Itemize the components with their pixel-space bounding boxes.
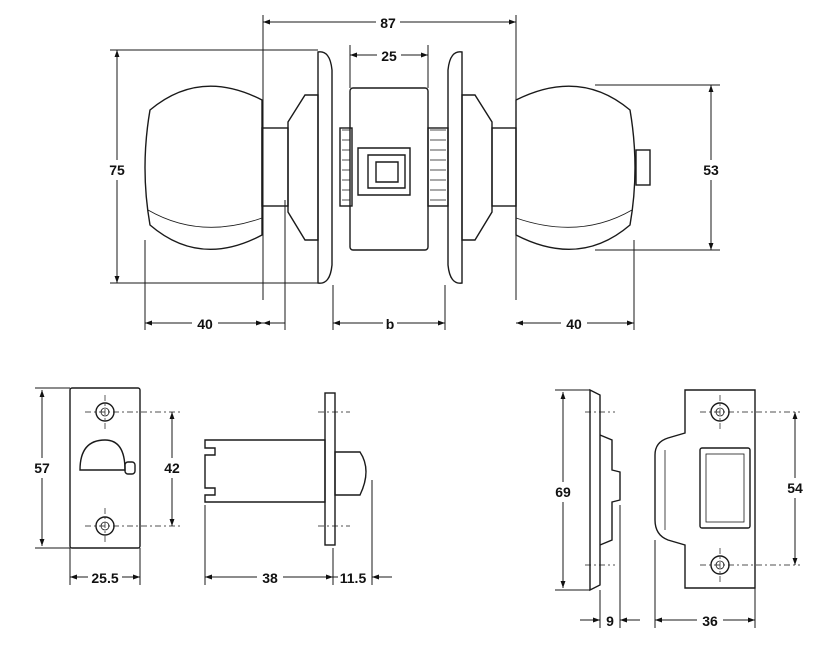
- dim-strike-depth: 9: [606, 613, 614, 629]
- left-escutcheon-plate: [317, 51, 333, 284]
- latch-side-dimensions: 38 11.5: [204, 480, 392, 586]
- dim-strike-height: 69: [555, 484, 571, 500]
- latch-faceplate: [69, 387, 180, 549]
- right-shaft: [491, 127, 517, 207]
- dim-rose-height: 75: [109, 162, 125, 178]
- right-escutcheon-plate: [447, 51, 463, 284]
- knobset-assembly: [144, 51, 651, 284]
- faceplate-dimensions: 57 42 25.5: [29, 387, 185, 586]
- dim-strike-hole-spacing: 54: [787, 480, 803, 496]
- latch-side-view: [204, 392, 367, 546]
- dim-faceplate-width: 25.5: [91, 570, 118, 586]
- latch-housing: [349, 87, 429, 251]
- strike-side-view: [585, 388, 621, 592]
- push-button: [635, 149, 651, 186]
- dim-bolt-projection: 11.5: [340, 570, 367, 586]
- dim-right-knob-depth: 40: [566, 316, 582, 332]
- dim-overall-width: 87: [380, 15, 396, 31]
- dim-door-thickness: b: [386, 316, 395, 332]
- dim-latch-width: 25: [381, 48, 397, 64]
- dim-left-knob-depth: 40: [197, 316, 213, 332]
- dim-faceplate-hole-spacing: 42: [164, 460, 180, 476]
- strike-plate: [654, 389, 800, 589]
- strike-side-dimensions: 69 9: [550, 389, 640, 629]
- left-knob: [144, 85, 263, 251]
- latch-bolt-mechanism: [357, 147, 411, 196]
- knobset-dimensions: 87 25 75 53 40 b 40: [104, 12, 724, 332]
- strike-plate-dimensions: 54 36: [654, 412, 808, 629]
- dim-backset: 38: [262, 570, 278, 586]
- dim-faceplate-height: 57: [34, 460, 50, 476]
- dim-knob-height: 53: [703, 162, 719, 178]
- left-shaft: [261, 127, 289, 207]
- dim-strike-width: 36: [702, 613, 718, 629]
- left-rose: [287, 94, 319, 241]
- right-knob: [515, 85, 636, 251]
- right-rose: [461, 94, 493, 241]
